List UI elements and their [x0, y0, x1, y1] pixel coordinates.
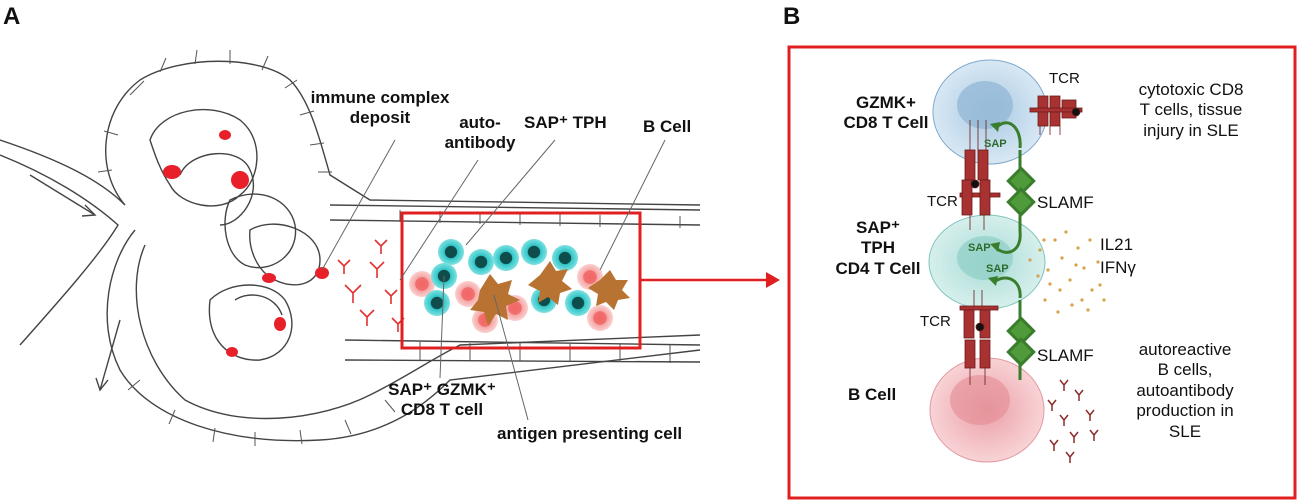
slamf-top — [1006, 150, 1036, 232]
sap-label-3: SAP — [986, 263, 1009, 275]
autoreactive-line3: autoantibody — [1136, 380, 1234, 400]
autoreactive-line2: B cells, — [1157, 360, 1213, 380]
sap-gzmk-line2: CD8 T cell — [400, 400, 484, 420]
auto-line1: auto- — [459, 113, 501, 132]
sap-label-1: SAP — [984, 138, 1007, 150]
panel-b-frame — [787, 45, 1297, 500]
tcr-label-top: TCR — [1049, 70, 1080, 87]
secreted-antibodies — [1047, 379, 1099, 463]
immune-cells — [409, 239, 613, 333]
cytokine-dots — [1028, 230, 1106, 314]
apc-label: antigen presenting cell — [497, 424, 683, 443]
immune-deposits — [163, 130, 329, 357]
sap-label-2: SAP — [968, 242, 991, 254]
immune-complex-line1: immune complex — [310, 88, 450, 107]
sap-arrowheads — [988, 122, 1000, 286]
autoreactive-line4: production in — [1136, 401, 1234, 421]
tph-line1: SAP⁺ — [856, 218, 900, 237]
cytotoxic-line3: injury in SLE — [1143, 120, 1239, 140]
immune-complex-label: immune complex deposit — [294, 88, 466, 129]
autoreactive-description: autoreactive B cells, autoantibody produ… — [1110, 340, 1260, 442]
gzmk-cd8-label: GZMK+ CD8 T Cell — [826, 93, 946, 134]
panel-a-label: A — [3, 3, 21, 30]
autoreactive-line5: SLE — [1168, 421, 1202, 441]
b-nucleus — [950, 375, 1010, 425]
capsule-cells — [97, 49, 681, 446]
tph-cd4-label: SAP⁺ TPH CD4 T Cell — [818, 218, 938, 279]
tcr-label-bot: TCR — [920, 313, 951, 330]
tcr-complex-bot — [959, 290, 999, 385]
panel-b-label: B — [783, 3, 801, 30]
b-cell-label-a: B Cell — [643, 117, 692, 136]
immune-complex-line2: deposit — [349, 108, 411, 128]
cytotoxic-line1: cytotoxic CD8 — [1138, 80, 1244, 99]
free-antibodies — [337, 239, 405, 332]
leader-lines — [321, 139, 666, 421]
slamf-label-bottom: SLAMF — [1037, 346, 1094, 365]
tcr-label-mid: TCR — [927, 193, 958, 210]
tph-line2: TPH — [861, 238, 895, 258]
cytotoxic-description: cytotoxic CD8 T cells, tissue injury in … — [1112, 80, 1270, 141]
il21-label: IL21 — [1100, 235, 1134, 254]
cytotoxic-line2: T cells, tissue — [1139, 100, 1243, 120]
tph-line3: CD4 T Cell — [835, 258, 921, 278]
autoreactive-line1: autoreactive — [1138, 340, 1232, 359]
autoantibody-label: auto- antibody — [440, 113, 520, 154]
sap-tph-label: SAP⁺ TPH — [524, 113, 607, 132]
cd8-nucleus — [957, 81, 1013, 129]
ifny-label: IFNγ — [1100, 258, 1136, 277]
sap-gzmk-line1: SAP⁺ GZMK⁺ — [388, 380, 496, 399]
gzmk-line2: CD8 T Cell — [843, 113, 929, 133]
tcr-complex-mid — [959, 120, 1001, 230]
slamf-bottom — [1006, 300, 1036, 380]
tcr-complex-top — [1029, 95, 1083, 135]
slamf-label-top: SLAMF — [1037, 193, 1094, 212]
auto-line2: antibody — [444, 133, 516, 153]
sap-gzmk-label: SAP⁺ GZMK⁺ CD8 T cell — [372, 380, 512, 421]
link-arrowhead — [766, 272, 780, 288]
gzmk-line1: GZMK+ — [856, 93, 916, 112]
b-cell-label-b: B Cell — [848, 385, 897, 404]
